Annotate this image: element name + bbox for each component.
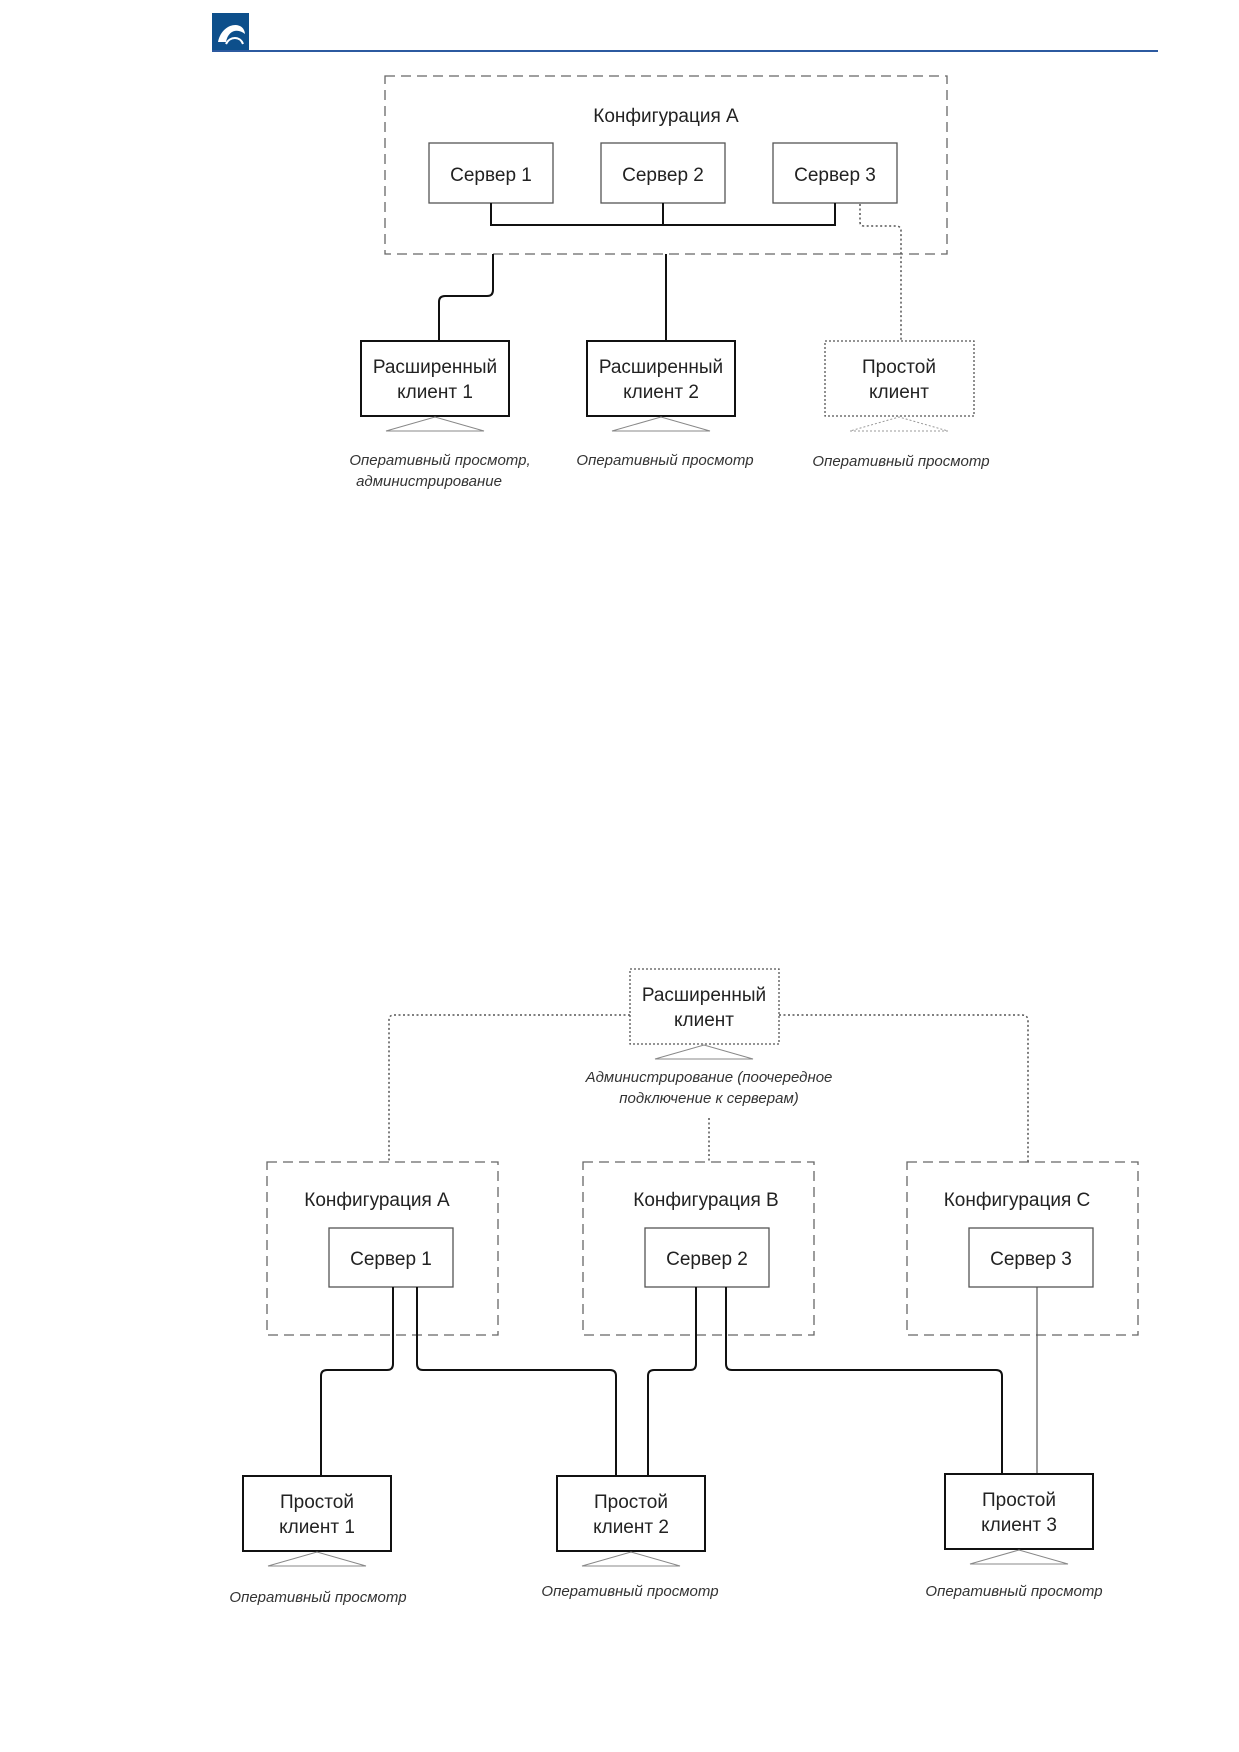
d2-server-2-box xyxy=(644,1227,770,1288)
simple-client-box xyxy=(824,340,975,417)
admin-client-line2: клиент xyxy=(674,1010,734,1031)
d2-client-3-line2: клиент 3 xyxy=(981,1515,1057,1536)
config-c-label: Конфигурация С xyxy=(944,1190,1091,1211)
client-1-connection xyxy=(438,254,494,341)
simple-client-line1: Простой xyxy=(862,357,936,378)
config-a-label: Конфигурация А xyxy=(593,106,739,127)
ext-client-2-stand xyxy=(611,416,711,432)
client-2-caption: Оперативный просмотр xyxy=(576,452,753,469)
d2-client-1-line1: Простой xyxy=(280,1492,354,1513)
server-2-label: Сервер 2 xyxy=(622,165,704,186)
d2-client-2-line1: Простой xyxy=(594,1492,668,1513)
ext-client-2-line1: Расширенный xyxy=(599,357,723,378)
ext-client-2-line2: клиент 2 xyxy=(623,382,699,403)
ext-client-1-line2: клиент 1 xyxy=(397,382,473,403)
d2-client-1-box xyxy=(242,1475,392,1552)
d2-client-1-caption: Оперативный просмотр xyxy=(229,1589,406,1606)
server1-to-client2-line xyxy=(416,1287,617,1476)
server-2-box xyxy=(600,142,726,204)
header xyxy=(212,13,1158,52)
d2-client-3-caption: Оперативный просмотр xyxy=(925,1583,1102,1600)
config-b-label: Конфигурация В xyxy=(633,1190,778,1211)
client-1-caption-line1: Оперативный просмотр, xyxy=(349,452,530,469)
admin-client-box xyxy=(629,968,780,1045)
ext-client-1-box xyxy=(360,340,510,417)
server2-to-client2-line xyxy=(647,1287,697,1476)
d2-client-2-box xyxy=(556,1475,706,1552)
simple-client-line2: клиент xyxy=(869,382,929,403)
admin-caption-line1: Администрирование (поочередное xyxy=(585,1069,833,1086)
logo-swirl-arc xyxy=(225,37,244,45)
server2-to-client3-line xyxy=(725,1287,1003,1474)
d2-server-1-label: Сервер 1 xyxy=(350,1249,432,1270)
simple-client-stand xyxy=(849,416,949,432)
config-a-group xyxy=(384,75,948,255)
d2-client-3-stand xyxy=(969,1549,1069,1565)
d2-client-2-stand xyxy=(581,1551,681,1567)
d2-client-2-line2: клиент 2 xyxy=(593,1517,669,1538)
d2-server-3-box xyxy=(968,1227,1094,1288)
d2-client-3-box xyxy=(944,1473,1094,1550)
server1-to-client1-line xyxy=(320,1287,394,1476)
diagram-2: Расширенный клиент Администрирование (по… xyxy=(229,968,1139,1606)
d2-server-2-label: Сервер 2 xyxy=(666,1249,748,1270)
d2-client-1-line2: клиент 1 xyxy=(279,1517,355,1538)
d2-client-2-caption: Оперативный просмотр xyxy=(541,1583,718,1600)
ext-client-1-stand xyxy=(385,416,485,432)
d2-client-1-stand xyxy=(267,1551,367,1567)
d2-client-3-line1: Простой xyxy=(982,1490,1056,1511)
config-b-group xyxy=(582,1161,815,1336)
client-1-caption-line2: администрирование xyxy=(356,473,502,490)
simple-client-connection xyxy=(859,204,902,341)
ext-client-2-box xyxy=(586,340,736,417)
config-c-group xyxy=(906,1161,1139,1336)
server-3-label: Сервер 3 xyxy=(794,165,876,186)
simple-client-caption: Оперативный просмотр xyxy=(812,453,989,470)
server-1-label: Сервер 1 xyxy=(450,165,532,186)
d2-server-3-label: Сервер 3 xyxy=(990,1249,1072,1270)
config-a-label-2: Конфигурация А xyxy=(304,1190,450,1211)
logo-swirl-mark xyxy=(218,24,245,42)
admin-caption-line2: подключение к серверам) xyxy=(619,1090,799,1107)
diagram-1: Конфигурация А Сервер 1 Сервер 2 Сервер … xyxy=(349,75,990,490)
admin-client-stand xyxy=(654,1044,754,1060)
server-3-box xyxy=(772,142,898,204)
admin-client-line1: Расширенный xyxy=(642,985,766,1006)
ext-client-1-line1: Расширенный xyxy=(373,357,497,378)
config-a-group-2 xyxy=(266,1161,499,1336)
d2-server-1-box xyxy=(328,1227,454,1288)
admin-link-config-a xyxy=(388,1014,630,1162)
admin-link-config-c xyxy=(779,1014,1029,1162)
